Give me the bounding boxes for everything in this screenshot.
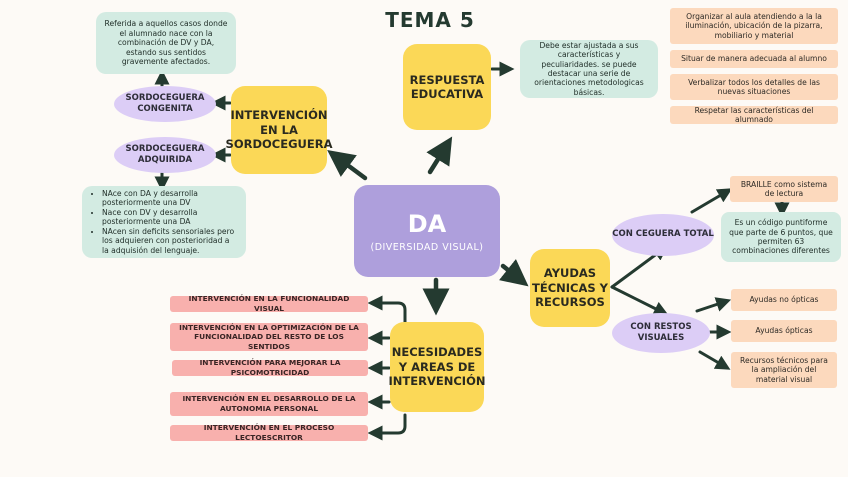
node-sordoceguera-adquirida: SORDOCEGUERA ADQUIRIDA <box>114 137 216 173</box>
node-con-restos-visuales: CON RESTOS VISUALES <box>612 313 710 353</box>
braille-description: Es un código puntiforme que parte de 6 p… <box>721 212 841 262</box>
adquirida-bullet: Nace con DV y desarrolla posteriormente … <box>102 208 238 227</box>
restos-item: Ayudas no ópticas <box>731 289 837 311</box>
necesidad-item: INTERVENCIÓN EN EL PROCESO LECTOESCRITOR <box>170 423 368 442</box>
arrow-da-to-respuesta <box>426 136 453 175</box>
arrow-da-to-ayudas <box>499 259 529 287</box>
center-node-da: DA (DIVERSIDAD VISUAL) <box>354 185 500 277</box>
node-sordoceguera-congenita: SORDOCEGUERA CONGENITA <box>114 86 216 122</box>
adquirida-bullet: NAcen sin deficits sensoriales pero los … <box>102 227 238 255</box>
congenita-description: Referida a aquellos casos donde el alumn… <box>96 12 236 74</box>
respuesta-description: Debe estar ajustada a sus característica… <box>520 40 658 98</box>
braille-box: BRAILLE como sistema de lectura <box>730 176 838 202</box>
node-con-ceguera-total: CON CEGUERA TOTAL <box>612 214 714 256</box>
restos-item: Ayudas ópticas <box>731 320 837 342</box>
restos-item: Recursos técnicos para la ampliación del… <box>731 352 837 388</box>
center-node-subtitle: (DIVERSIDAD VISUAL) <box>370 241 484 253</box>
adquirida-bullet: NAce con DA y desarrolla posteriormente … <box>102 189 238 208</box>
page-title: TEMA 5 <box>385 8 475 32</box>
necesidad-item: INTERVENCIÓN EN LA FUNCIONALIDAD VISUAL <box>170 294 368 313</box>
arrow-ayudas-to-restos <box>610 285 669 316</box>
arrow-restos-to-recursos <box>698 350 731 370</box>
adquirida-bullet-list: NAce con DA y desarrolla posteriormente … <box>90 189 238 255</box>
node-ayudas-tecnicas: AYUDAS TÉCNICAS Y RECURSOS <box>530 249 610 327</box>
adquirida-bullets: NAce con DA y desarrolla posteriormente … <box>82 186 246 258</box>
arrow-necesidades-to-item-5 <box>367 413 407 441</box>
necesidad-item: INTERVENCIÓN EN LA OPTIMIZACIÓN DE LA FU… <box>170 323 368 351</box>
node-necesidades-areas: NECESIDADES Y AREAS DE INTERVENCIÓN <box>389 322 486 412</box>
center-node-title: DA <box>407 209 447 238</box>
arrow-ceguera-to-braille <box>690 188 733 214</box>
necesidad-item: INTERVENCIÓN PARA MEJORAR LA PSICOMOTRIC… <box>172 358 368 377</box>
orientacion-item: Verbalizar todos los detalles de las nue… <box>670 74 838 100</box>
arrow-da-to-sordoceguera <box>327 149 368 181</box>
necesidad-item: INTERVENCIÓN EN EL DESARROLLO DE LA AUTO… <box>170 392 368 416</box>
orientacion-item: Organizar al aula atendiendo a la la ilu… <box>670 8 838 44</box>
orientacion-item: Respetar las características del alumnad… <box>670 106 838 124</box>
node-respuesta-educativa: RESPUESTA EDUCATIVA <box>403 44 491 130</box>
orientacion-item: Situar de manera adecuada al alumno <box>670 50 838 68</box>
arrow-ayudas-to-ceguera <box>610 245 669 289</box>
node-intervencion-sordoceguera: INTERVENCIÓN EN LA SORDOCEGUERA <box>226 86 332 174</box>
arrow-necesidades-to-item-1 <box>367 295 407 324</box>
arrow-restos-to-no-opticas <box>695 297 732 313</box>
